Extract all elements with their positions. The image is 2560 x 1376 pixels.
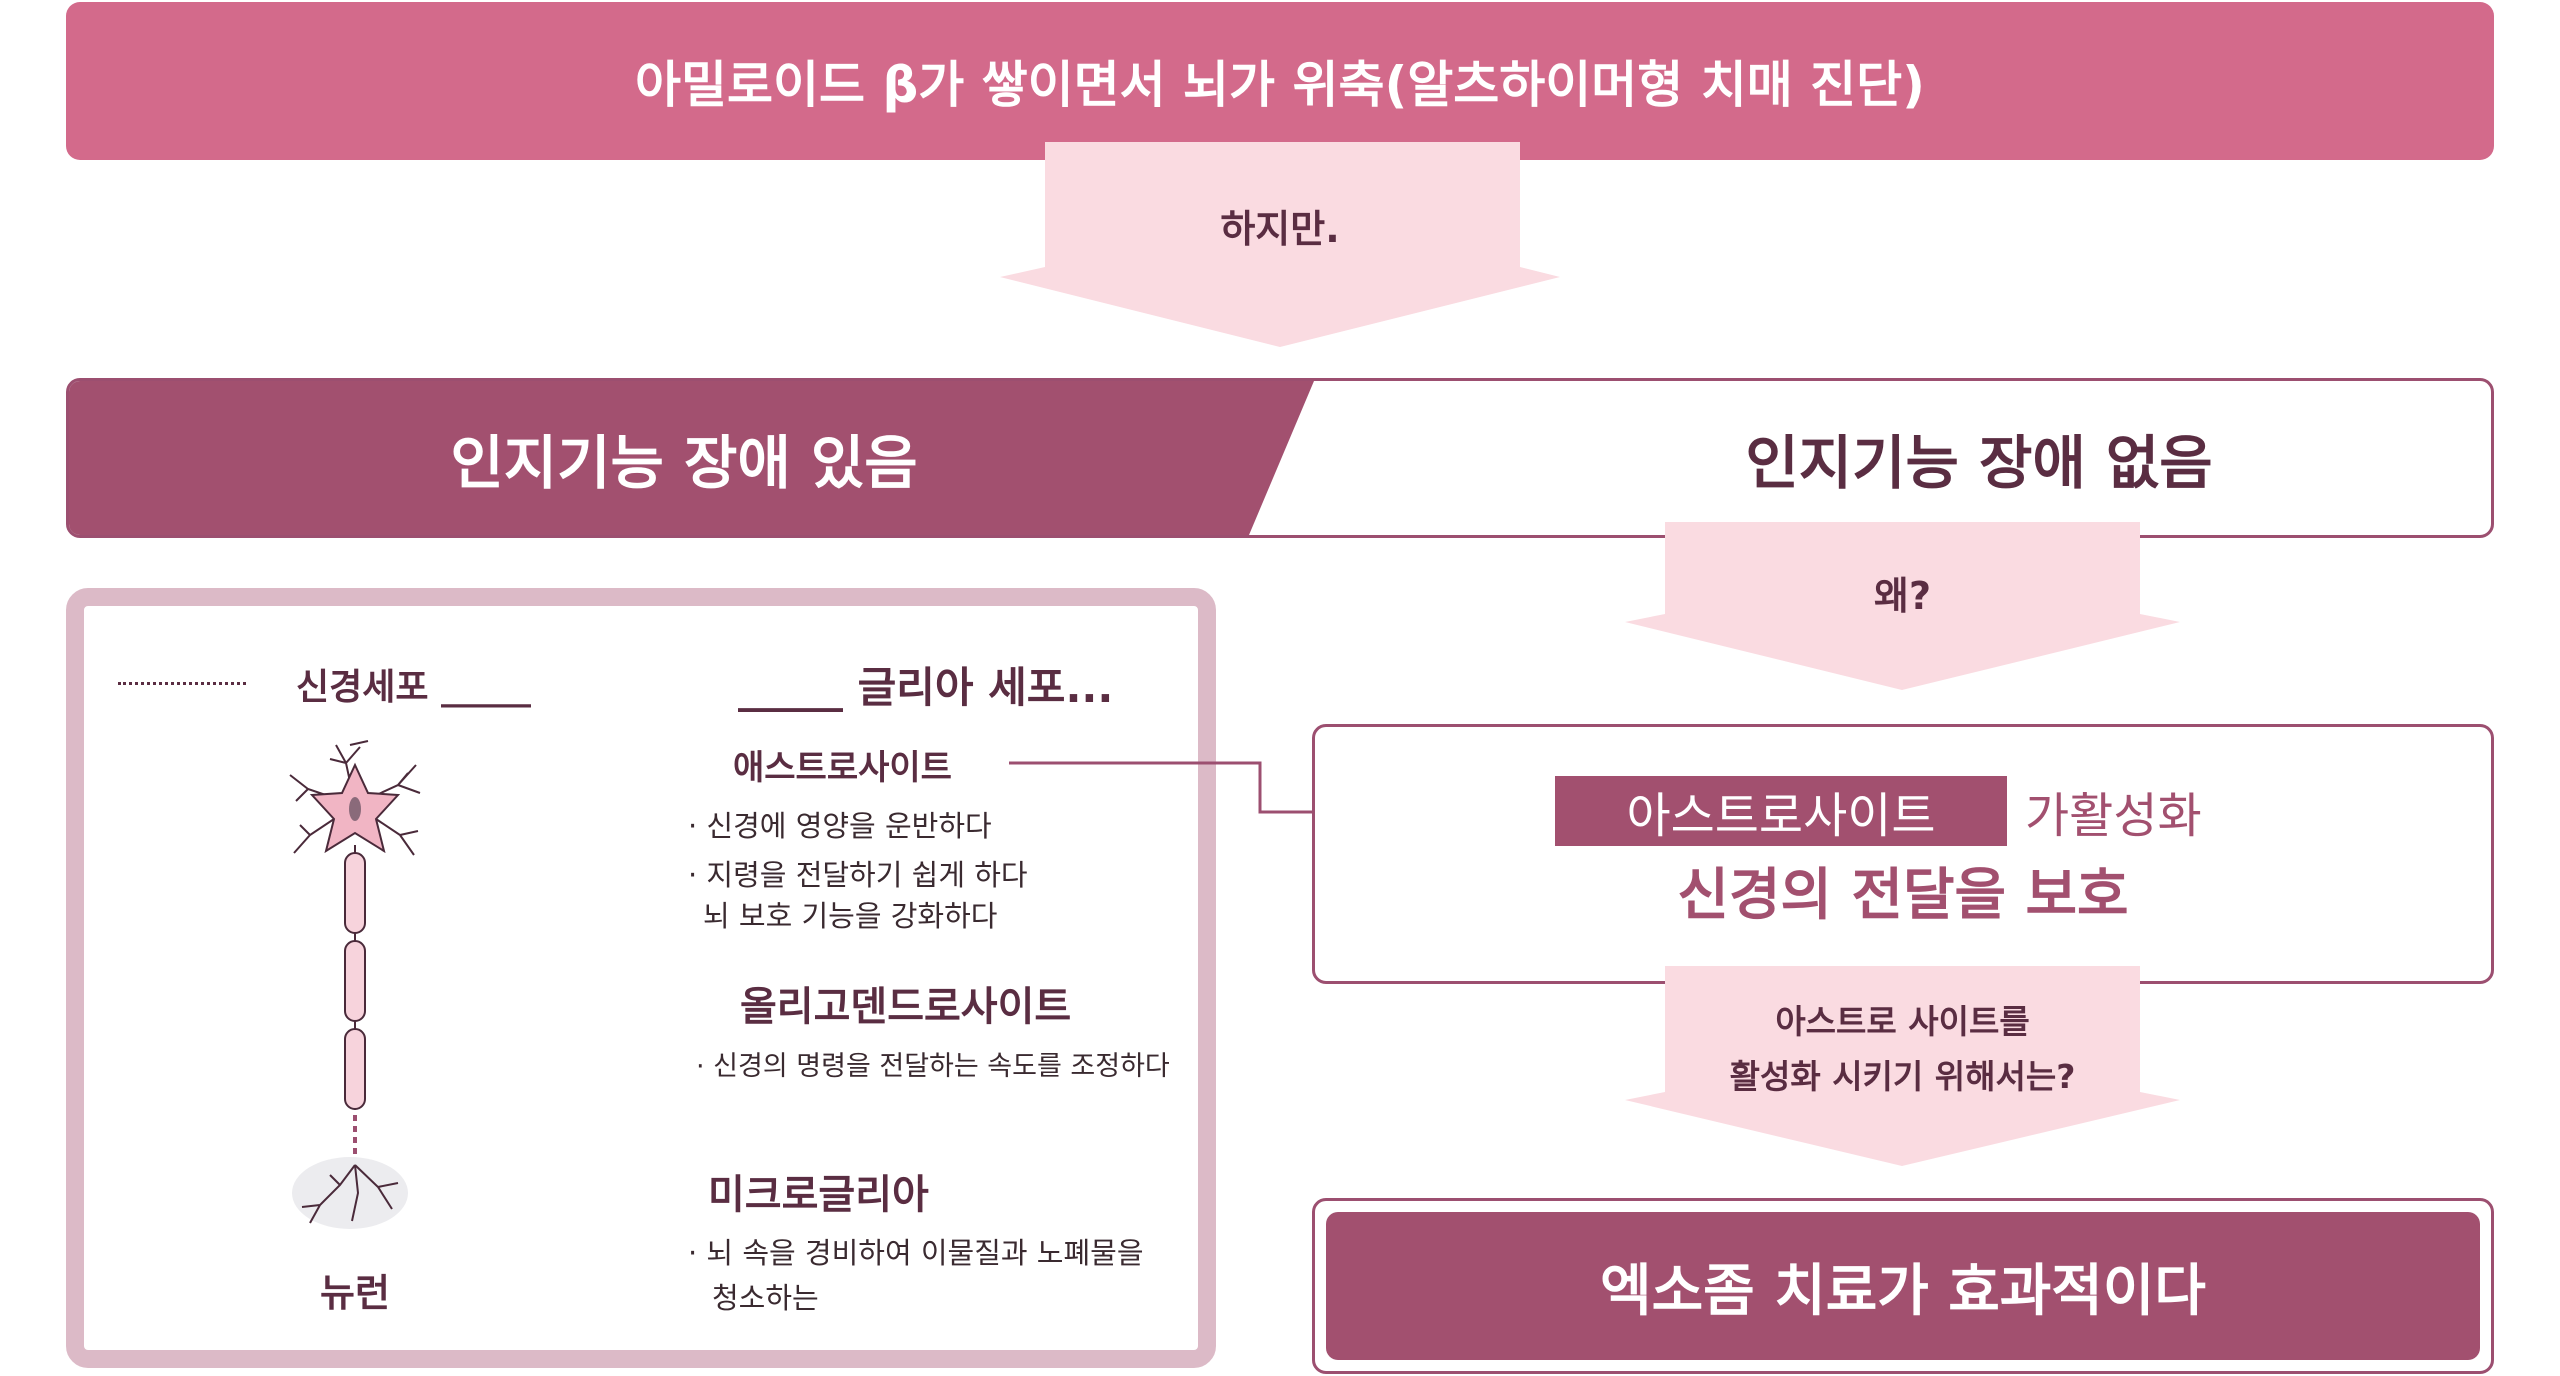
astrocyte-chip: 아스트로사이트 bbox=[1555, 776, 2007, 846]
header-right-text: 인지기능 장애 없음 bbox=[1745, 429, 2213, 497]
glia-title: _____ 글리아 세포... bbox=[738, 663, 1114, 712]
astrocyte-bullet-1: · 신경에 영양을 운반하다 bbox=[688, 809, 992, 843]
astrocyte-bullet-3: 뇌 보호 기능을 강화하다 bbox=[703, 899, 998, 933]
down-arrow-3 bbox=[1625, 966, 2180, 1166]
microglia-bullet-2: 청소하는 bbox=[712, 1281, 819, 1315]
microglia-bullet-1: · 뇌 속을 경비하여 이물질과 노폐물을 bbox=[688, 1236, 1144, 1270]
header-left-bg bbox=[69, 381, 1314, 535]
down-arrow-1 bbox=[1000, 142, 1560, 347]
oligodendrocyte-bullet-1: · 신경의 명령을 전달하는 속도를 조정하다 bbox=[696, 1051, 1170, 1082]
nerve-cell-label: 신경세포 _____ bbox=[296, 667, 532, 708]
microglia-title: 미크로글리아 bbox=[708, 1172, 929, 1218]
conclusion-banner: 엑소좀 치료가 효과적이다 bbox=[1326, 1212, 2480, 1360]
oligodendrocyte-title: 올리고덴드로사이트 bbox=[740, 984, 1072, 1030]
astrocyte-bullet-2: · 지령을 전달하기 쉽게 하다 bbox=[688, 858, 1028, 892]
header-left-text: 인지기능 장애 있음 bbox=[450, 429, 918, 497]
top-banner: 아밀로이드 β가 쌓이면서 뇌가 위축(알츠하이머형 치매 진단) bbox=[66, 2, 2494, 160]
astrocyte-title: 애스트로사이트 bbox=[733, 748, 952, 788]
down-arrow-2 bbox=[1625, 522, 2180, 690]
protect-label: 신경의 전달을 보호 bbox=[1677, 862, 2129, 928]
glia-panel bbox=[66, 588, 1216, 1368]
arrow-3-line-1: 아스트로 사이트를 bbox=[1775, 1002, 2030, 1041]
top-banner-text: 아밀로이드 β가 쌓이면서 뇌가 위축(알츠하이머형 치매 진단) bbox=[635, 56, 1925, 114]
neuron-icon bbox=[289, 740, 421, 1229]
neuron-label: 뉴런 bbox=[320, 1271, 390, 1315]
astrocyte-result-box bbox=[1312, 724, 2494, 984]
activation-label: 가활성화 bbox=[2025, 788, 2202, 844]
header-row: 인지기능 장애 있음 인지기능 장애 없음 bbox=[66, 378, 2494, 538]
arrow-3-line-2: 활성화 시키기 위해서는? bbox=[1729, 1057, 2076, 1096]
dotted-line bbox=[118, 682, 246, 685]
arrow-1-label: 하지만. bbox=[1220, 206, 1340, 251]
arrow-2-label: 왜? bbox=[1873, 574, 1931, 618]
